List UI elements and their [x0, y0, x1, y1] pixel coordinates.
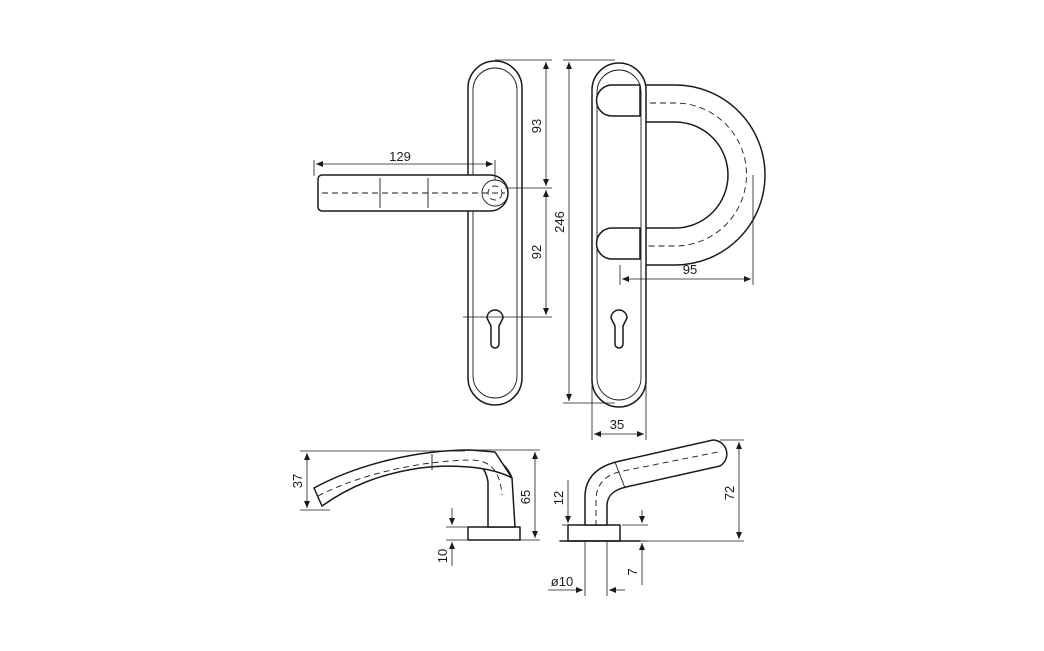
dimension-grip-height: 12 — [551, 480, 571, 526]
side-view-pull — [559, 439, 728, 542]
pull-bar-centerline — [620, 102, 747, 247]
pull-cylinder-keyhole — [610, 309, 628, 349]
front-view-lever-plate — [317, 60, 523, 406]
dim-label-12: 12 — [551, 491, 566, 505]
lever-rose-base — [467, 526, 521, 541]
dim-label-129: 129 — [389, 149, 411, 164]
dim-label-37: 37 — [290, 474, 305, 488]
pull-rose-base — [567, 524, 621, 542]
dimension-lever-drop: 37 — [290, 450, 465, 511]
dimension-lower-pitch: 92 — [463, 190, 552, 318]
dimension-lever-height: 65 — [470, 449, 540, 541]
front-view-pull-plate — [591, 62, 766, 408]
dimension-pull-height: 72 — [640, 439, 744, 542]
pull-grip-top — [595, 84, 641, 117]
dim-label-10: 10 — [435, 549, 450, 563]
dim-label-72: 72 — [722, 486, 737, 500]
dim-label-7: 7 — [625, 568, 640, 575]
dimension-rose-thickness: 10 — [435, 508, 468, 566]
dim-label-93: 93 — [529, 119, 544, 133]
dimension-total-height: 246 — [552, 59, 615, 404]
dimension-lever-length: 129 — [313, 149, 496, 180]
pull-bar-outer — [619, 84, 766, 266]
dimension-base-thickness: 7 — [622, 510, 648, 585]
dimension-bar-diameter: ø10 — [548, 541, 625, 596]
dim-label-65: 65 — [518, 490, 533, 504]
rose-circle-inner — [487, 185, 503, 201]
dim-label-95: 95 — [683, 262, 697, 277]
dim-label-92: 92 — [529, 245, 544, 259]
dim-label-246: 246 — [552, 211, 567, 233]
pull-grip-bottom — [595, 227, 641, 260]
pull-backplate-inner-line — [596, 69, 642, 401]
side-view-lever — [313, 449, 521, 541]
dim-label-35: 35 — [610, 417, 624, 432]
dimension-plate-width: 35 — [591, 385, 647, 440]
cylinder-keyhole — [486, 309, 504, 349]
backplate-inner-line — [472, 67, 518, 399]
dimension-upper-pitch: 93 — [495, 59, 552, 189]
backplate-outline — [467, 60, 523, 406]
pull-bar-joint — [614, 461, 626, 489]
dim-label-o10: ø10 — [551, 574, 573, 589]
lever-arm-curved — [313, 449, 513, 507]
pull-bar-side — [584, 439, 728, 526]
dimension-pull-projection: 95 — [619, 175, 754, 285]
